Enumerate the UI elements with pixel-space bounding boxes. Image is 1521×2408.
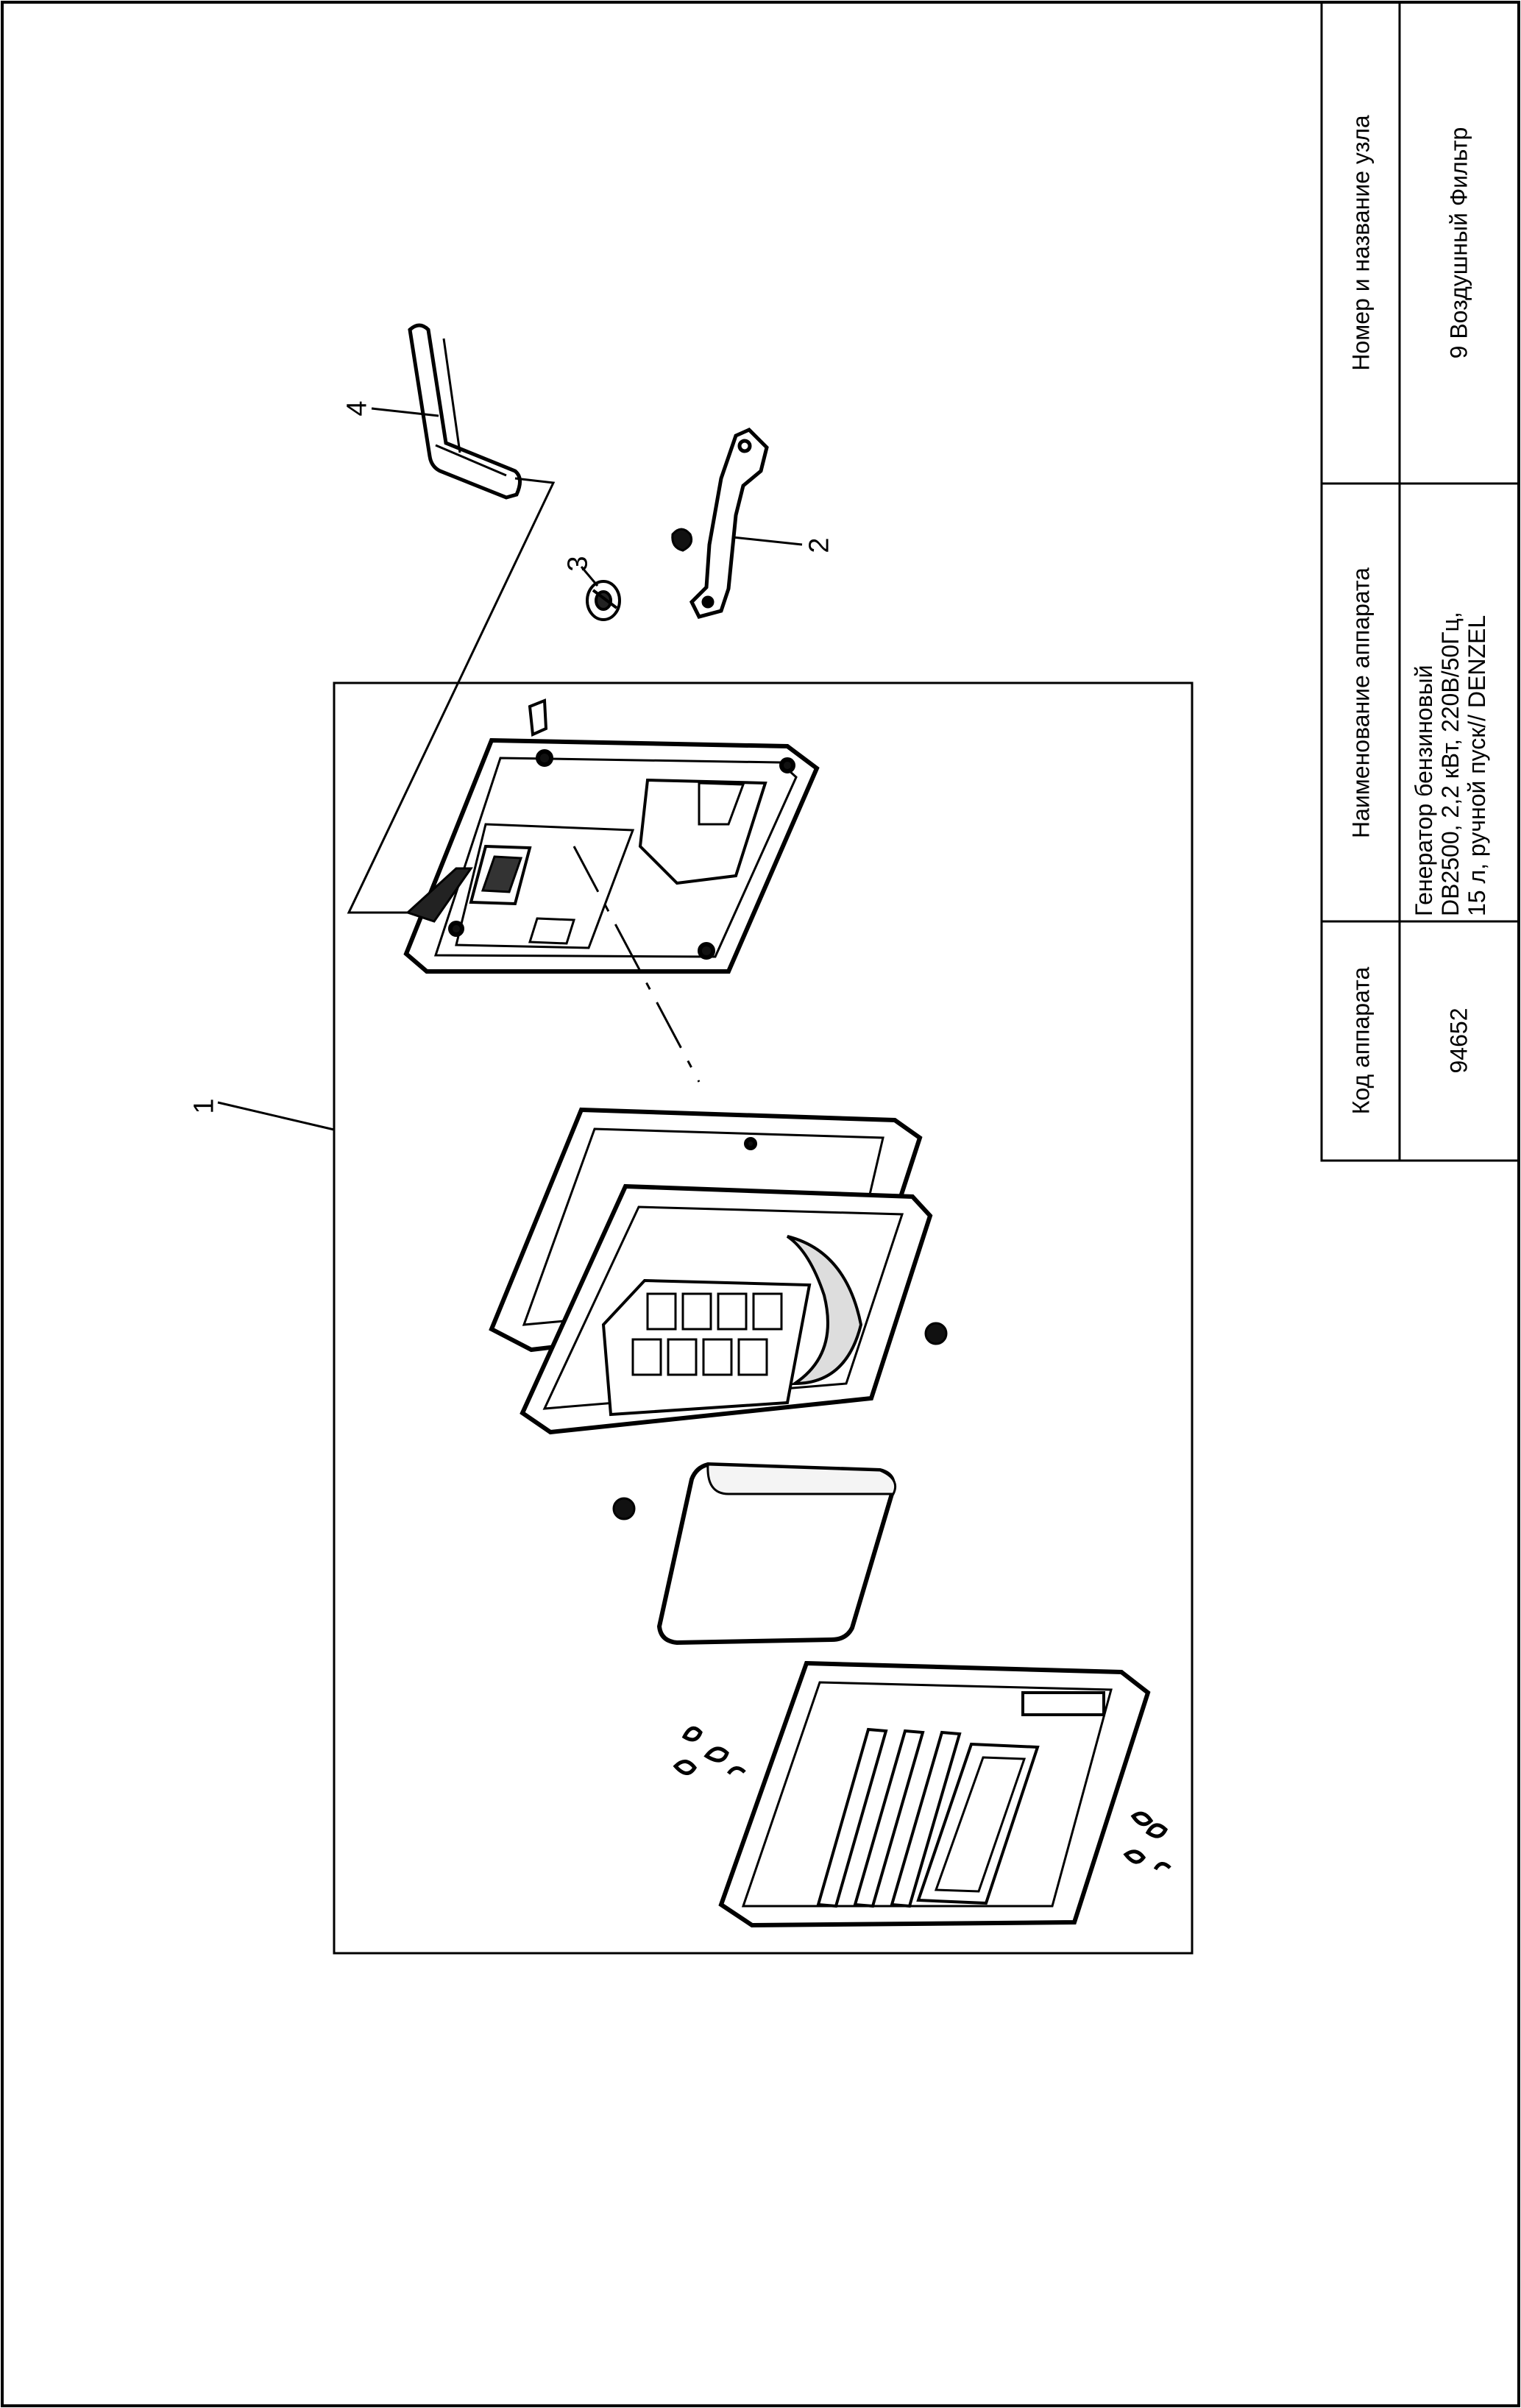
header-unit: Номер и название узла: [1347, 115, 1375, 371]
cover-clips-left: [673, 1726, 746, 1775]
grommet-left: [612, 1497, 636, 1520]
leader-4: [371, 407, 439, 417]
name-line-2: DB2500, 2,2 кВт, 220В/50Гц,: [1437, 612, 1464, 916]
foam-element: [656, 1462, 897, 1646]
assembly-frame: [333, 681, 1194, 1955]
header-name: Наименование аппарата: [1347, 567, 1375, 838]
filter-cover: [718, 1660, 1151, 1928]
code-value: 94652: [1445, 1008, 1472, 1074]
leader-3: [580, 566, 599, 587]
name-line-1: Генератор бензиновый: [1411, 665, 1437, 916]
nut-small: [671, 528, 693, 552]
cover-clips-right: [1123, 1811, 1171, 1871]
breather-hose: [408, 323, 522, 500]
leader-1: [217, 1101, 335, 1131]
leader-2: [732, 536, 803, 546]
callout-1: 1: [188, 1098, 220, 1114]
name-line-3: 15 л, ручной пуск// DENZEL: [1464, 615, 1490, 916]
callout-4: 4: [341, 400, 373, 417]
element-holder: [520, 1183, 933, 1435]
name-value: Генератор бензиновый DB2500, 2,2 кВт, 22…: [1411, 489, 1508, 916]
callout-2: 2: [804, 537, 835, 553]
filter-base: [403, 698, 820, 974]
center-axis: [572, 846, 701, 1083]
callout-3: 3: [562, 556, 594, 572]
unit-value: 9 Воздушный Фильтр: [1445, 127, 1472, 359]
flange-nut: [586, 580, 621, 621]
mounting-bracket: [689, 428, 769, 619]
grommet-right: [924, 1322, 948, 1345]
title-block: [1320, 1, 1520, 1162]
hose-connection-line: [347, 477, 556, 914]
header-code: Код аппарата: [1347, 966, 1375, 1115]
